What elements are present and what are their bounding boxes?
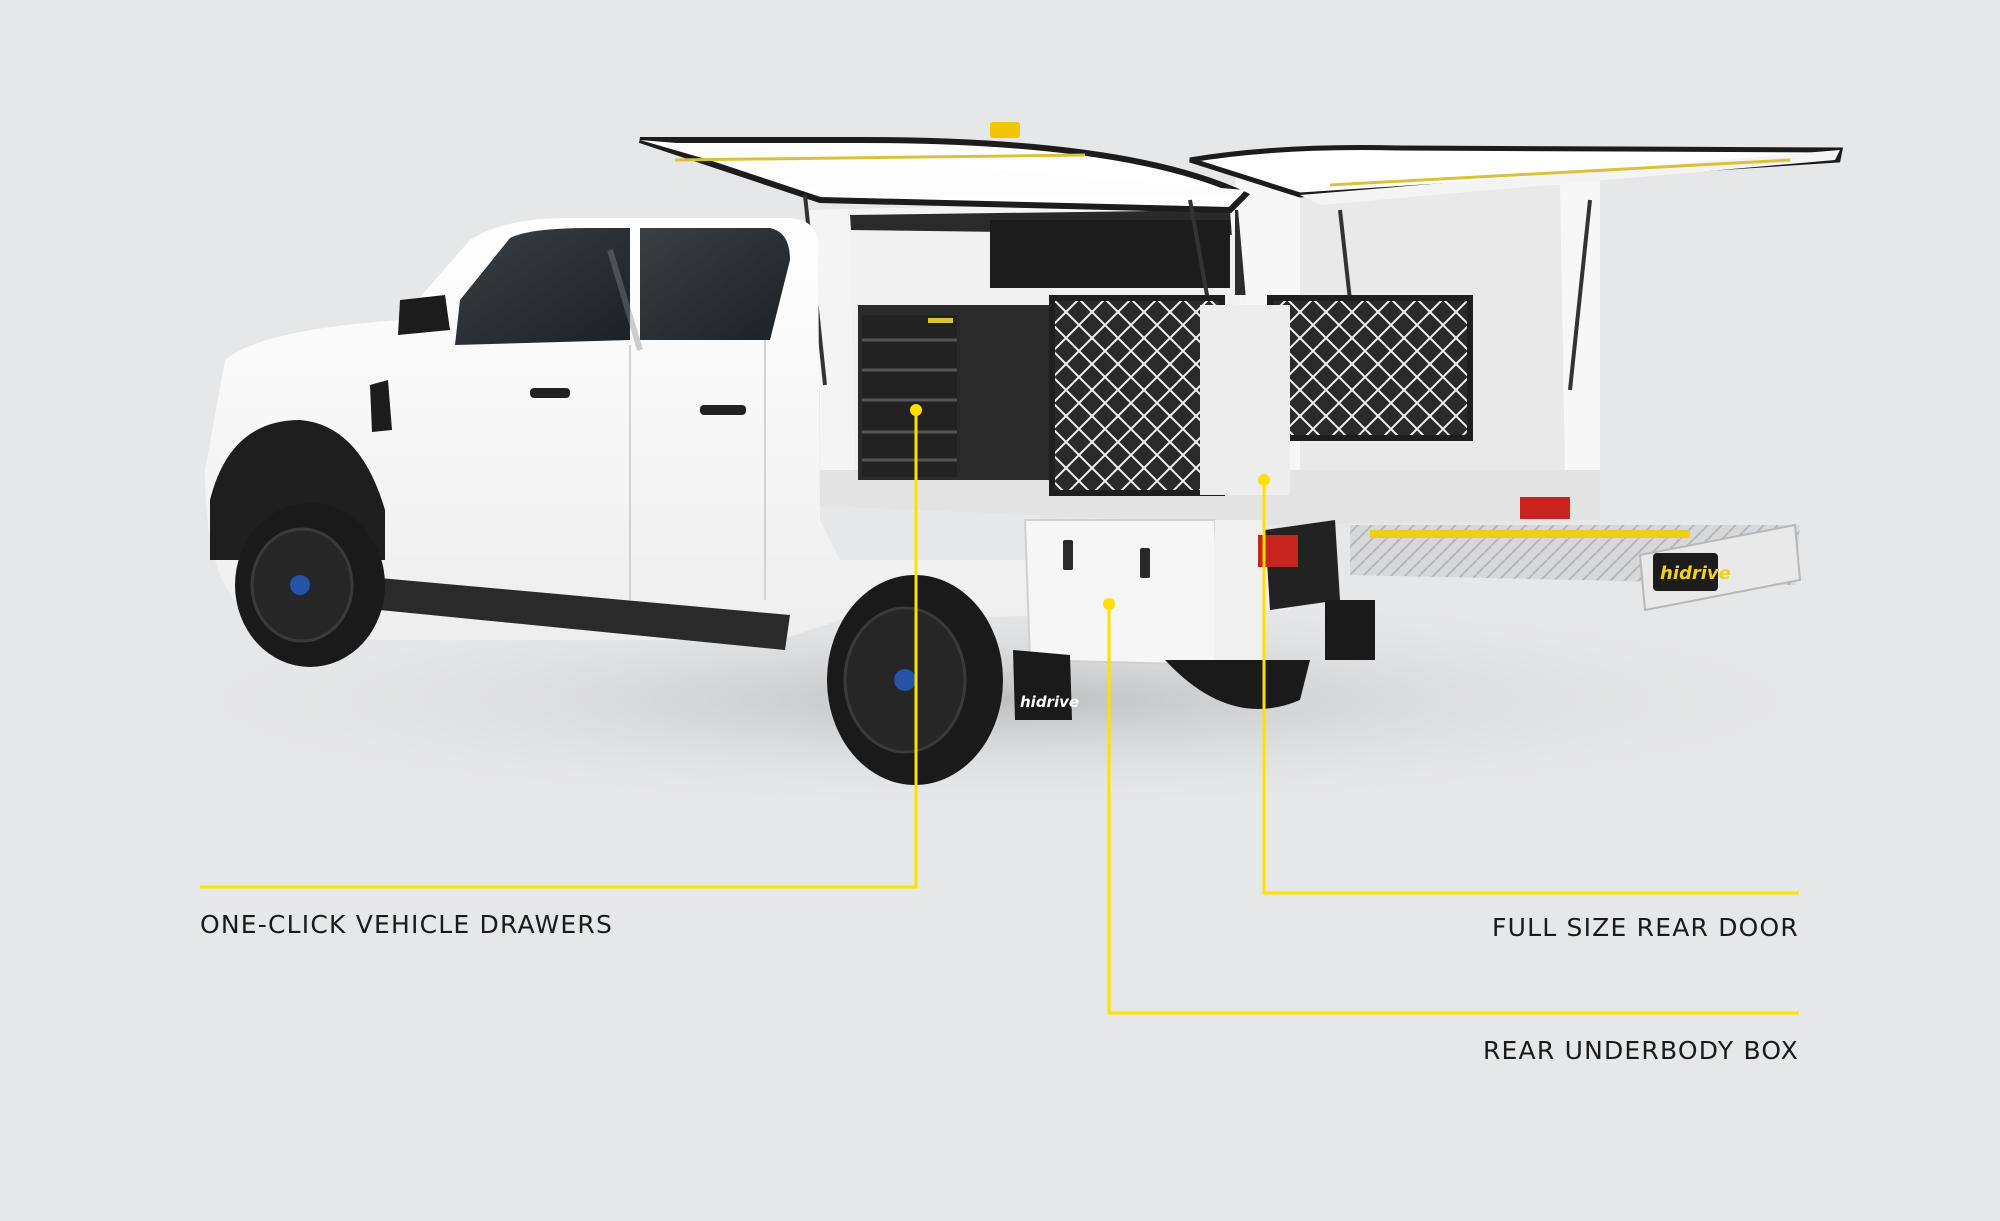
mudflap-left: hidrive: [1013, 650, 1079, 720]
callout-label-drawers: ONE-CLICK VEHICLE DRAWERS: [200, 910, 614, 939]
callout-dot-underbody: [1103, 598, 1115, 610]
drawer-cabinet: [858, 305, 1058, 480]
mudflap-right: [1325, 600, 1375, 660]
drawer-logo: hidrive: [1660, 563, 1731, 584]
callout-label-rear-door: FULL SIZE REAR DOOR: [1492, 913, 1799, 942]
callout-line-underbody: [1107, 604, 1799, 1015]
truck-cab: [205, 218, 1290, 650]
callout-dot-drawers: [910, 404, 922, 416]
cargo-cage: [1049, 295, 1473, 496]
callout-dot-rear-door: [1258, 474, 1270, 486]
rear-slide-drawer: hidrive: [1258, 497, 1802, 612]
front-wheel: [235, 503, 385, 667]
underbody-box: [1023, 519, 1265, 670]
callout-lines: [200, 410, 1799, 1015]
far-rear-wheel: [1165, 660, 1310, 709]
callout-line-drawers: [200, 410, 918, 889]
mudflap-logo: hidrive: [1020, 693, 1079, 711]
callout-line-rear-door: [1262, 480, 1799, 895]
callout-label-underbody-box: REAR UNDERBODY BOX: [1482, 1036, 1799, 1065]
